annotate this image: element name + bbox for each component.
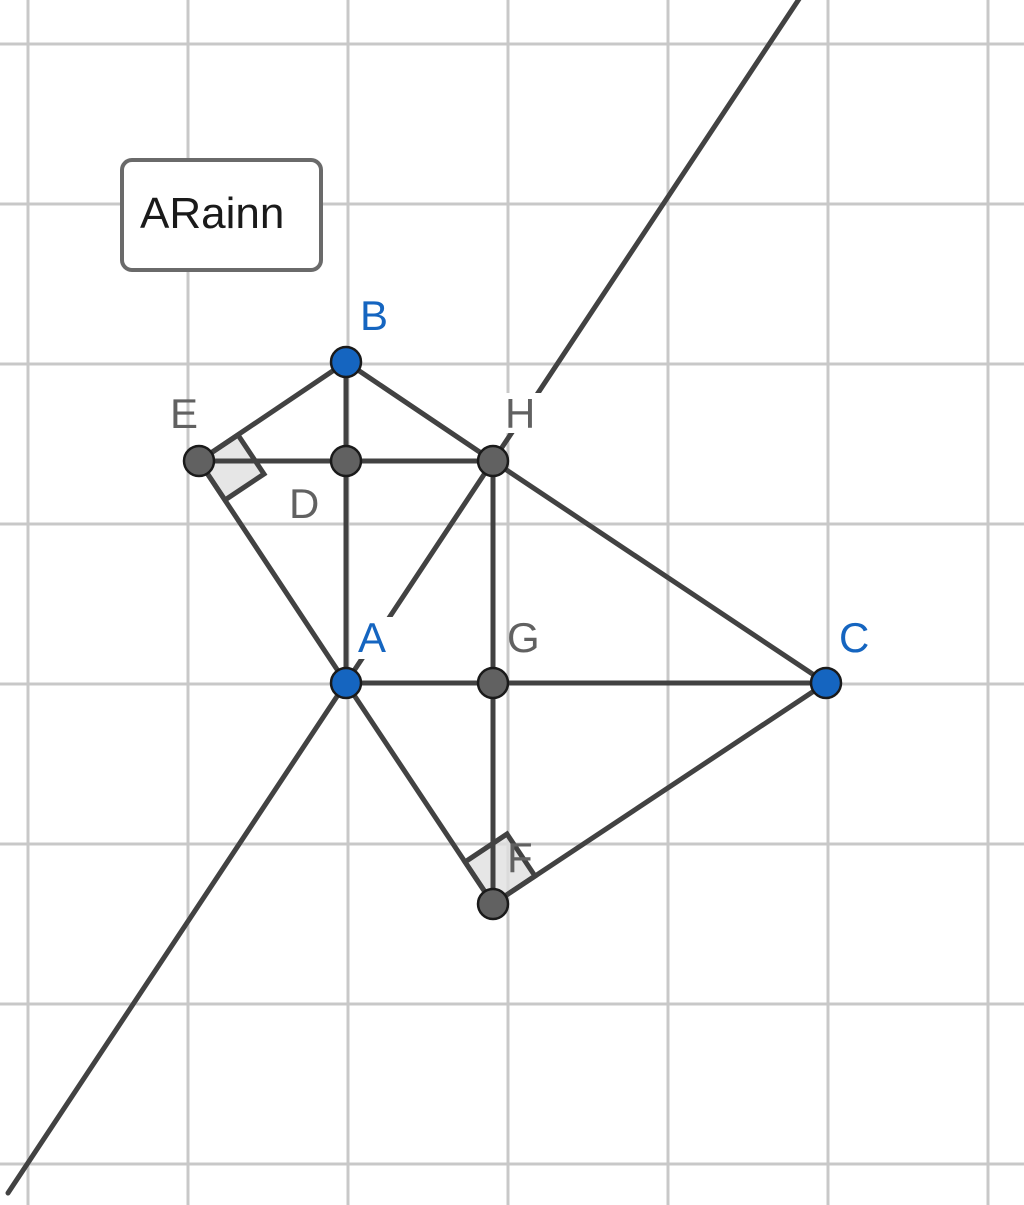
segment-hc[interactable]: [490, 458, 829, 686]
label-h: H: [505, 390, 535, 437]
point-d[interactable]: [329, 444, 363, 478]
segment-ea[interactable]: [196, 458, 349, 686]
text-box-label: ARainn: [140, 189, 284, 238]
segment-eb[interactable]: [196, 359, 349, 464]
line-ah[interactable]: [5, 0, 805, 1196]
label-d: D: [289, 480, 319, 527]
segment-bh[interactable]: [343, 359, 496, 464]
segment-af[interactable]: [343, 680, 496, 907]
point-g[interactable]: [476, 666, 510, 700]
label-f: F: [507, 834, 533, 881]
segment-fc[interactable]: [490, 680, 829, 907]
label-bg-a: [357, 617, 395, 659]
label-e: E: [170, 390, 198, 437]
text-box[interactable]: [120, 158, 323, 272]
label-a: A: [358, 614, 386, 661]
label-c: C: [839, 614, 869, 661]
point-a[interactable]: [329, 666, 363, 700]
label-g: G: [507, 614, 540, 661]
point-f[interactable]: [476, 887, 510, 921]
point-c[interactable]: [809, 666, 843, 700]
label-b: B: [360, 292, 388, 339]
point-h[interactable]: [476, 444, 510, 478]
label-bg-h: [505, 393, 545, 433]
point-b[interactable]: [329, 345, 363, 379]
point-e[interactable]: [182, 444, 216, 478]
